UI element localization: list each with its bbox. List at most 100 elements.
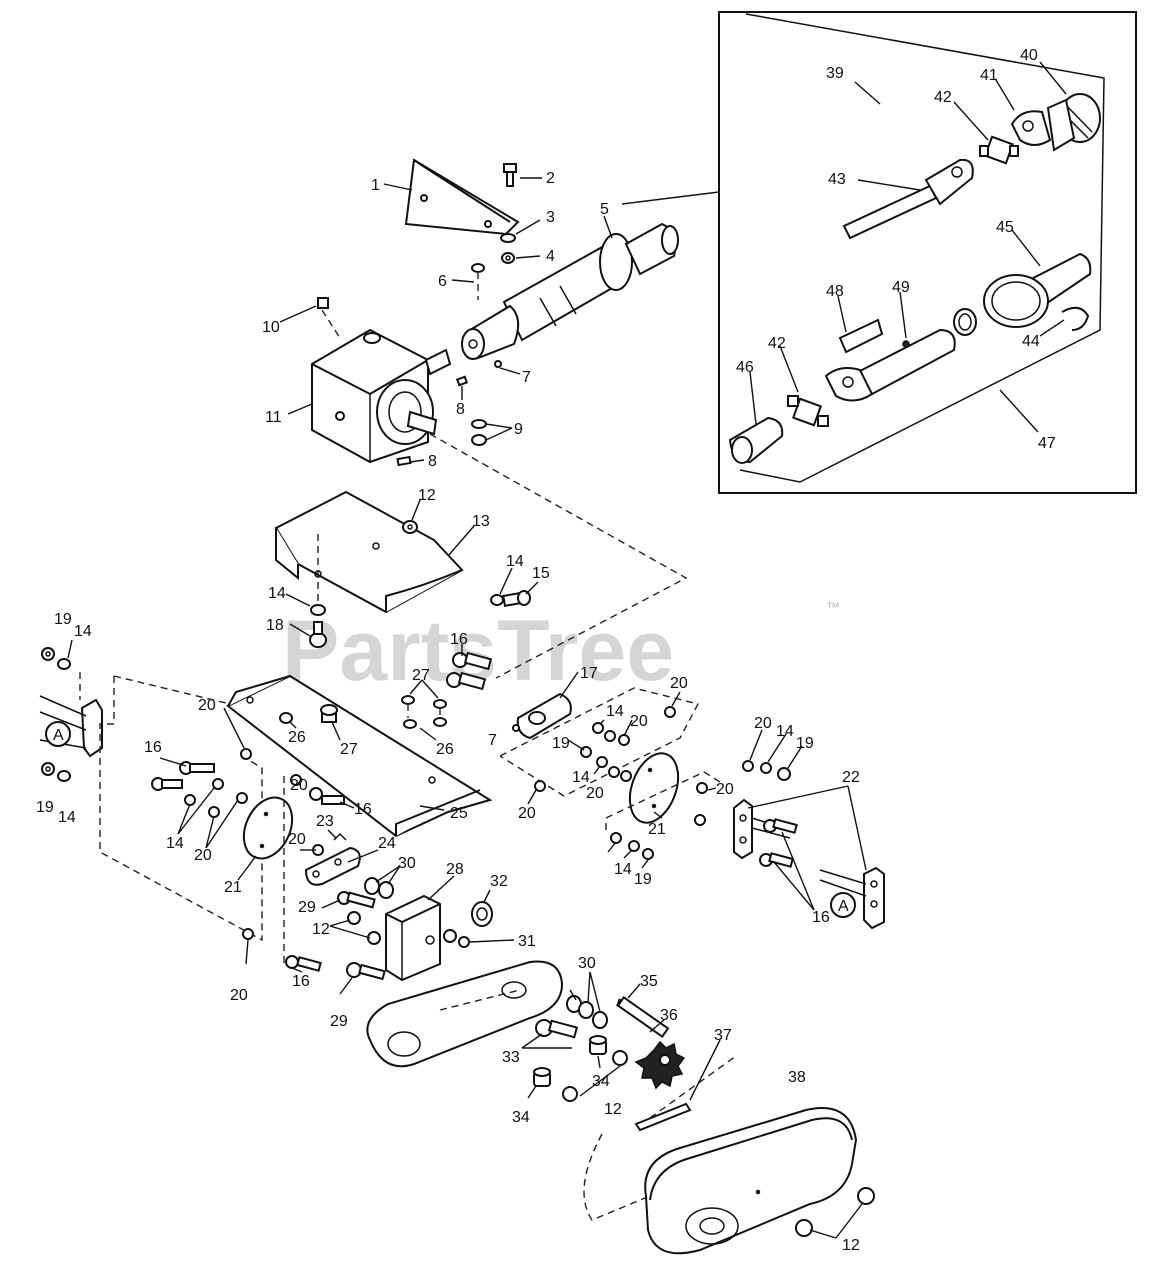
callout-7-mid: 7: [488, 732, 497, 749]
part-40-yoke-assembly: [1046, 93, 1101, 152]
part-6-pin: [471, 263, 485, 300]
callout-34-a: 34: [592, 1073, 610, 1090]
part-38-chain-case-cover: [644, 1107, 858, 1255]
part-12-nuts-d: [795, 1187, 875, 1237]
chain-case-inner-cover: [366, 960, 564, 1068]
left-bracket-plate: [39, 695, 103, 758]
callout-26-b: 26: [436, 741, 454, 758]
callout-32: 32: [490, 873, 508, 890]
part-19-nut-a: [41, 647, 55, 661]
callout-22: 22: [842, 769, 860, 786]
part-34-spacer-b: [533, 1067, 551, 1087]
part-25-shield-plate: [226, 674, 493, 838]
callout-10: 10: [262, 319, 280, 336]
callout-26-a: 26: [288, 729, 306, 746]
callout-33: 33: [502, 1049, 520, 1066]
washer-cluster-mid: [534, 706, 676, 792]
part-26-nuts-b: [403, 717, 447, 729]
part-27-bolt-a: [320, 704, 338, 723]
callout-20-c: 20: [230, 987, 248, 1004]
part-44-snap-ring: [1061, 306, 1090, 331]
part-16-bolt-mid: [309, 787, 345, 805]
callout-12-plate: 12: [418, 487, 436, 504]
watermark-trademark: ™: [826, 599, 840, 615]
callout-14-mid-a: 14: [606, 703, 624, 720]
callout-20-j: 20: [754, 715, 772, 732]
callout-40: 40: [1020, 47, 1038, 64]
callout-2: 2: [546, 170, 555, 187]
part-14-washer-d: [57, 770, 71, 782]
callout-16-mid: 16: [354, 801, 372, 818]
callout-21-left: 21: [224, 879, 242, 896]
callout-12-bracket: 12: [312, 921, 330, 938]
washers-upper-right: [742, 760, 791, 781]
part-10-vent-plug: [317, 297, 341, 339]
part-16-bolts-right: [759, 818, 798, 868]
part-12-nuts-c: [562, 1050, 628, 1102]
part-2-bolt: [503, 163, 517, 187]
washers-right: [610, 782, 708, 860]
callout-42-upper: 42: [934, 89, 952, 106]
callout-18: 18: [266, 617, 284, 634]
part-32-bushing: [471, 901, 493, 927]
callout-19-left: 19: [36, 799, 54, 816]
callout-28: 28: [446, 861, 464, 878]
callout-15: 15: [532, 565, 550, 582]
part-21-bearing-plate-right: [628, 752, 680, 824]
callout-37: 37: [714, 1027, 732, 1044]
callout-20-g: 20: [630, 713, 648, 730]
part-28-side-bracket: [385, 894, 441, 982]
part-14-washers-left: [184, 778, 224, 806]
callout-16-low: 16: [292, 973, 310, 990]
callout-43: 43: [828, 171, 846, 188]
callout-19-right: 19: [796, 735, 814, 752]
callout-4: 4: [546, 248, 555, 265]
callout-27-a: 27: [412, 667, 430, 684]
callout-20-e: 20: [288, 831, 306, 848]
part-49-outer-tube: [824, 328, 956, 402]
part-41-yoke: [1010, 110, 1052, 146]
callout-8-lower: 8: [428, 453, 437, 470]
callout-44: 44: [1022, 333, 1040, 350]
part-29-bolt-b: [346, 962, 386, 981]
callout-5: 5: [600, 201, 609, 218]
part-45-guard-cone: [983, 252, 1092, 328]
part-3-washer: [500, 233, 516, 243]
callout-35: 35: [640, 973, 658, 990]
part-13-mounting-plate: [274, 490, 464, 614]
callout-19-lowright: 19: [634, 871, 652, 888]
callout-19-topleft: 19: [54, 611, 72, 628]
part-22-bracket-far-right: [819, 866, 885, 930]
callout-16-upper: 16: [450, 631, 468, 648]
callout-1: 1: [371, 177, 380, 194]
part-18-bolt: [309, 621, 327, 648]
part-14-washer-b: [490, 594, 504, 606]
callout-7-upper: 7: [522, 369, 531, 386]
callout-38: 38: [788, 1069, 806, 1086]
part-27-bolts-b: [401, 695, 447, 722]
part-5-driveshaft-assembly: [461, 222, 679, 360]
callout-12-cover: 12: [842, 1237, 860, 1254]
seal-ring: [953, 308, 977, 336]
callout-20-d: 20: [290, 777, 308, 794]
callout-21-right: 21: [648, 821, 666, 838]
callout-14-right: 14: [776, 723, 794, 740]
callout-19-mid: 19: [552, 735, 570, 752]
part-42-cross-lower: [787, 395, 829, 427]
callout-23: 23: [316, 813, 334, 830]
callout-47: 47: [1038, 435, 1056, 452]
part-20-washers-left: [208, 748, 254, 940]
callout-30-a: 30: [398, 855, 416, 872]
callout-8-upper: 8: [456, 401, 465, 418]
part-17-bearing-block: [516, 692, 572, 740]
callout-6: 6: [438, 273, 447, 290]
callout-41: 41: [980, 67, 998, 84]
part-14-washer-c: [57, 658, 71, 670]
part-4-nut: [501, 252, 515, 264]
callout-13: 13: [472, 513, 490, 530]
part-12-nut-a: [402, 520, 418, 534]
part-31-washer: [443, 929, 470, 948]
part-46-yoke: [728, 416, 784, 464]
callout-14-leftgroup: 14: [166, 835, 184, 852]
